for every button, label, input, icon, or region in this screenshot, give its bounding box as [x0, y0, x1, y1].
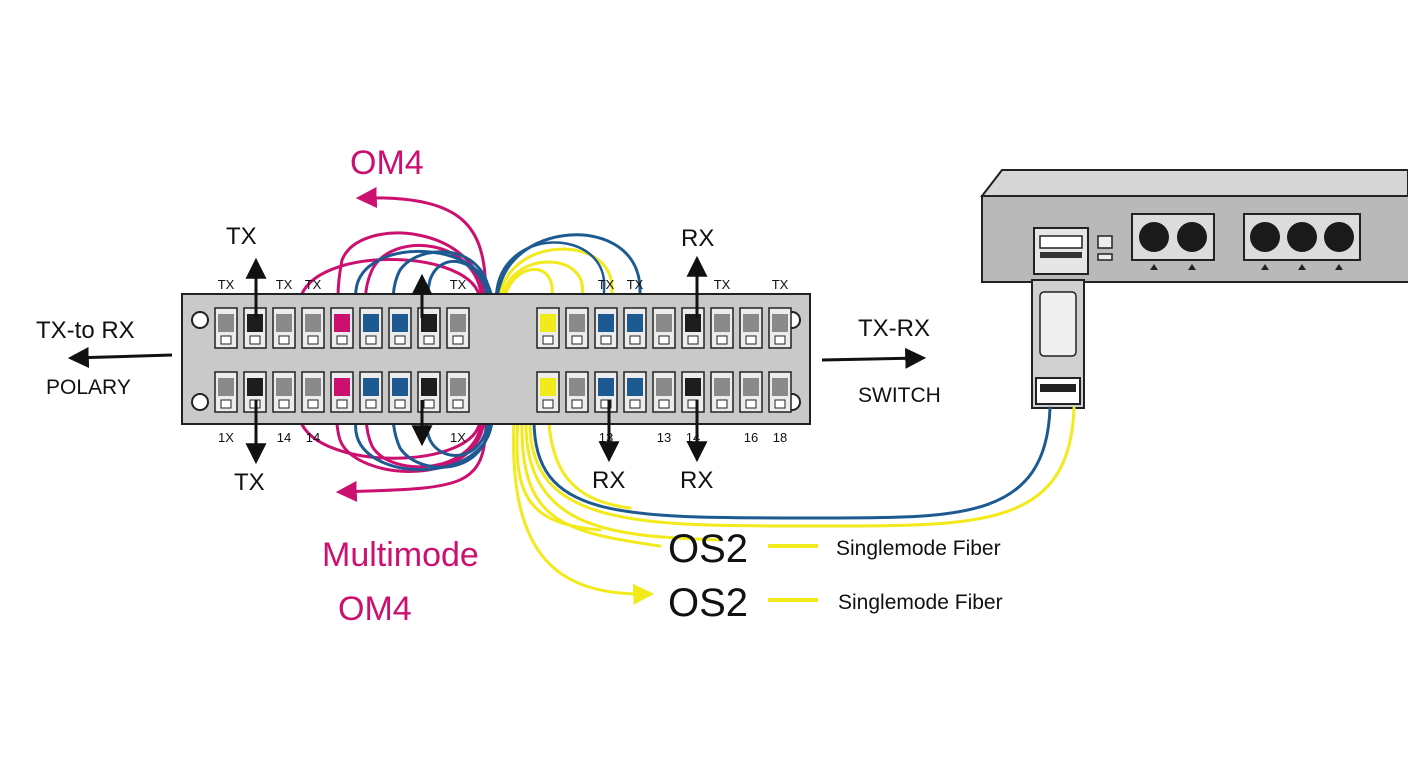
patch-port[interactable] [652, 307, 676, 349]
patch-port[interactable] [272, 307, 296, 349]
right-title: TX-RX [858, 315, 930, 342]
patch-port[interactable] [768, 371, 792, 413]
patch-port[interactable] [565, 307, 589, 349]
patch-port[interactable] [301, 371, 325, 413]
patch-port[interactable] [594, 371, 618, 413]
patch-port[interactable] [214, 307, 238, 349]
port-top-label: TX [276, 277, 293, 292]
os2-label-1: OS2 [668, 527, 748, 571]
patch-port[interactable] [681, 307, 705, 349]
tx-bottom-label: TX [234, 469, 265, 496]
port-top-label: TX [450, 277, 467, 292]
patch-port[interactable] [214, 371, 238, 413]
os2-label-2: OS2 [668, 581, 748, 625]
blue-loop-strand [494, 241, 606, 320]
patch-port[interactable] [272, 371, 296, 413]
blue-sfp-strand [532, 406, 1052, 520]
om4-bottom-label: OM4 [338, 590, 412, 628]
left-subtitle: POLARY [46, 376, 131, 399]
port-bottom-label: 1X [218, 430, 234, 445]
patch-port[interactable] [446, 371, 470, 413]
singlemode-label-2: Singlemode Fiber [838, 591, 1003, 614]
patch-port[interactable] [301, 307, 325, 349]
left-title: TX-to RX [36, 317, 135, 344]
patch-port[interactable] [536, 371, 560, 413]
switch-port-group-1 [1131, 213, 1215, 270]
patch-port[interactable] [623, 371, 647, 413]
os2-loop-strand [498, 247, 614, 320]
patch-port[interactable] [739, 371, 763, 413]
rx-bottom-label-2: RX [680, 467, 713, 494]
switch-port-group-2 [1243, 213, 1361, 270]
patch-port[interactable] [359, 307, 383, 349]
om4-top-label: OM4 [350, 144, 424, 182]
port-top-label: TX [714, 277, 731, 292]
singlemode-label-1: Singlemode Fiber [836, 537, 1001, 560]
port-top-label: TX [598, 277, 615, 292]
port-bottom-label: 14 [277, 430, 291, 445]
patch-port[interactable] [359, 371, 383, 413]
network-switch [979, 169, 1408, 409]
port-bottom-label: 16 [744, 430, 758, 445]
patch-port[interactable] [446, 307, 470, 349]
patch-port[interactable] [623, 307, 647, 349]
patch-port[interactable] [565, 371, 589, 413]
multimode-label: Multimode [322, 536, 479, 574]
os2-arrow-strand [512, 418, 655, 605]
left-polarity-arrow [67, 347, 173, 368]
fiber-type-labels: OM4 Multimode OM4 OS2 OS2 Singlemode Fib… [322, 144, 1003, 628]
os2-run-strand [524, 418, 722, 542]
os2-run-strand [515, 418, 602, 532]
patch-port[interactable] [710, 307, 734, 349]
os2-loop-strand [502, 268, 554, 320]
port-top-label: TX [305, 277, 322, 292]
patch-port[interactable] [388, 307, 412, 349]
patch-port[interactable] [330, 307, 354, 349]
right-switch-arrow [821, 347, 927, 369]
port-top-label: TX [772, 277, 789, 292]
port-top-label: TX [627, 277, 644, 292]
patch-port[interactable] [330, 371, 354, 413]
patch-port[interactable] [739, 307, 763, 349]
patch-port[interactable] [681, 371, 705, 413]
patch-port[interactable] [594, 307, 618, 349]
port-bottom-label: 13 [657, 430, 671, 445]
rx-top-label: RX [681, 225, 714, 252]
port-top-label: TX [218, 277, 235, 292]
port-bottom-label: 1X [450, 430, 466, 445]
patch-port[interactable] [710, 371, 734, 413]
rx-bottom-label-1: RX [592, 467, 625, 494]
os2-sfp-strand [528, 406, 1076, 528]
right-subtitle: SWITCH [858, 384, 941, 407]
tx-top-label: TX [226, 223, 257, 250]
blue-loop-strand [496, 233, 642, 320]
diagram-labels: TX TX RX RX RX TX-to RX POLARY TX-RX SWI… [36, 223, 941, 496]
port-bottom-label: 13 [599, 430, 613, 445]
patch-port[interactable] [768, 307, 792, 349]
os2-loop-strand [500, 260, 584, 320]
sfp-transceiver [1031, 279, 1085, 409]
direction-arrows [67, 255, 927, 465]
patch-port[interactable] [388, 371, 412, 413]
port-bottom-label: 14 [306, 430, 320, 445]
patch-port[interactable] [536, 307, 560, 349]
os2-run-strand [520, 418, 662, 548]
port-bottom-label: 18 [773, 430, 787, 445]
patch-port[interactable] [652, 371, 676, 413]
